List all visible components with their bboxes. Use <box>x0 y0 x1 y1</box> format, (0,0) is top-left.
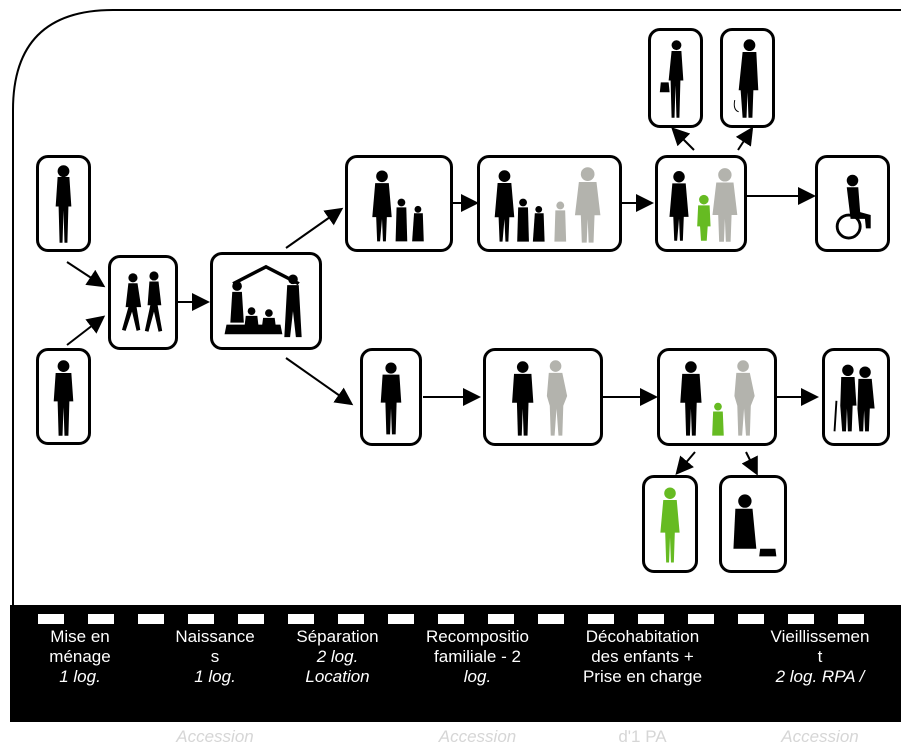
mother-children-icon <box>372 170 424 242</box>
node-single-woman <box>36 155 91 252</box>
elderly-dog-icon <box>733 494 777 557</box>
stage-label-line2: ménage <box>49 647 111 666</box>
stage-naissances: Naissance s 1 log. <box>160 627 270 687</box>
stage-label-line2: des enfants + <box>591 647 694 666</box>
elderly-woman-icon <box>733 39 759 118</box>
node-blended-family <box>477 155 622 252</box>
wheelchair-icon <box>835 174 871 240</box>
woman-silhouette-icon <box>55 165 72 243</box>
faded-tenure-recomposition: Accession <box>438 727 517 746</box>
stage-housing: 2 log. <box>316 647 359 666</box>
node-family-house <box>210 252 322 350</box>
green-woman-icon <box>660 487 680 563</box>
connector-arrows <box>66 126 819 476</box>
stage-label-line1: Vieillissemen <box>770 627 870 646</box>
family-child-icon <box>680 360 755 436</box>
stage-housing: 2 log. RPA / <box>775 667 865 686</box>
stage-label-line2: s <box>210 647 220 666</box>
young-woman-icon <box>659 40 684 118</box>
stage-recomposition: Recompositio familiale - 2 log. <box>405 627 550 687</box>
stage-separation: Séparation 2 log. Location <box>280 627 395 687</box>
blended-family-child-icon <box>669 168 738 242</box>
stage-label-line1: Mise en <box>50 627 110 646</box>
blended-family-icon <box>494 167 601 243</box>
node-wheelchair <box>815 155 890 252</box>
stage-mise-en-menage: Mise en ménage 1 log. <box>30 627 130 687</box>
stage-label-line1: Recompositio <box>426 627 529 646</box>
film-perforations <box>10 614 901 624</box>
faded-tenure-naissances: Accession <box>176 727 254 746</box>
stage-decohabitation: Décohabitation des enfants + Prise en ch… <box>565 627 720 687</box>
node-elderly-with-dog <box>719 475 787 573</box>
node-elderly-woman <box>720 28 775 128</box>
stage-vieillissement: Vieillissemen t 2 log. RPA / <box>750 627 890 687</box>
stage-label-line1: Naissance <box>175 627 255 646</box>
stage-housing: 1 log. <box>59 667 101 686</box>
node-young-woman <box>648 28 703 128</box>
node-mother-children <box>345 155 453 252</box>
stage-tenure: Location <box>305 667 370 686</box>
stage-label-line2: familiale - 2 <box>434 647 521 666</box>
elderly-couple-icon <box>833 364 875 432</box>
timeline-filmstrip: Mise en ménage 1 log. Naissance s 1 log.… <box>10 605 901 722</box>
node-couple <box>108 255 178 350</box>
stage-label-line1: Séparation <box>296 627 379 646</box>
stage-label-line3: Prise en charge <box>582 667 703 686</box>
couple-pregnant-icon <box>512 360 568 436</box>
faded-decohabitation: d'1 PA <box>618 727 667 746</box>
node-father-alone <box>360 348 422 446</box>
man-silhouette-icon <box>53 360 74 436</box>
node-father-partner-child <box>657 348 777 446</box>
node-single-man <box>36 348 91 445</box>
walking-couple-icon <box>121 271 163 332</box>
man-silhouette-icon <box>380 362 402 435</box>
node-elderly-couple <box>822 348 890 446</box>
family-house-icon <box>224 264 302 338</box>
stage-housing: 1 log. <box>194 667 236 686</box>
stage-housing: log. <box>463 667 492 686</box>
node-blended-family-child <box>655 155 747 252</box>
frame-outline <box>12 9 901 605</box>
node-father-new-partner <box>483 348 603 446</box>
stage-label-line1: Décohabitation <box>585 627 700 646</box>
node-green-woman <box>642 475 698 573</box>
faded-tenure-vieillissement: Accession <box>781 727 859 746</box>
stage-label-line2: t <box>817 647 823 666</box>
